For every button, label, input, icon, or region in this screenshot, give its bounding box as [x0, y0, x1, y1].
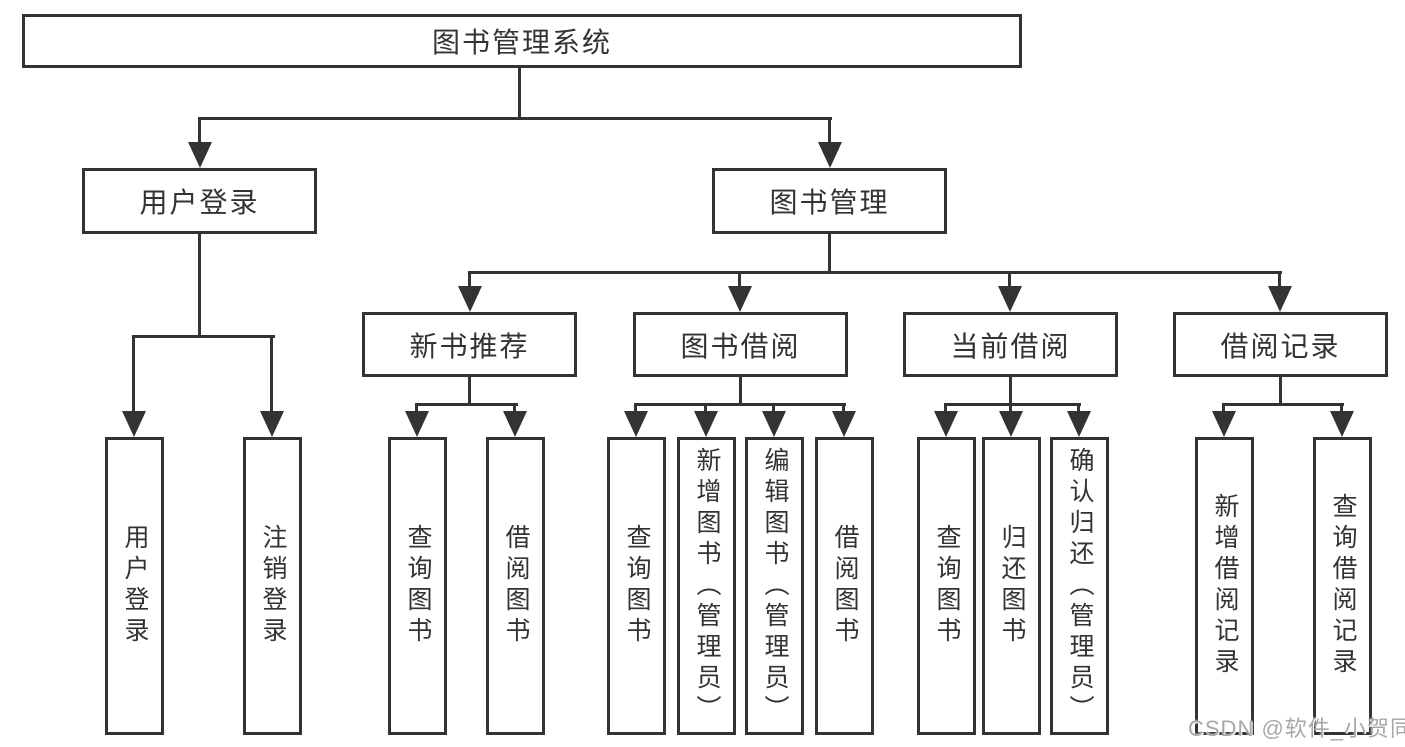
node-new-book-recommend: 新书推荐 [362, 312, 577, 377]
node-confirm-return-admin-label: 确认归还（管理员） [1066, 446, 1094, 726]
node-add-book-admin: 新增图书（管理员） [677, 437, 736, 735]
node-borrow-books: 借阅图书 [815, 437, 874, 735]
connector-line [1278, 271, 1281, 288]
node-return-book-label: 归还图书 [998, 524, 1026, 648]
arrow-down-icon [818, 142, 842, 168]
node-borrow-books-label: 借阅图书 [831, 524, 859, 648]
connector-line [739, 376, 742, 406]
connector-line [132, 335, 275, 338]
node-add-book-admin-label: 新增图书（管理员） [693, 446, 721, 726]
node-confirm-return-admin: 确认归还（管理员） [1050, 437, 1109, 735]
node-borrow-records: 借阅记录 [1173, 312, 1388, 377]
connector-line [772, 403, 775, 415]
connector-line [1077, 403, 1080, 415]
arrow-down-icon [1067, 411, 1091, 437]
node-book-borrowing-label: 图书借阅 [680, 330, 801, 362]
node-user-login-group: 用户登录 [82, 168, 317, 234]
node-current-borrowing: 当前借阅 [903, 312, 1118, 377]
connector-line [828, 117, 831, 145]
arrow-down-icon [188, 142, 212, 168]
node-query-books-recommend: 查询图书 [388, 437, 447, 735]
node-root: 图书管理系统 [22, 14, 1022, 68]
node-edit-book-admin: 编辑图书（管理员） [745, 437, 804, 735]
connector-line [518, 68, 521, 118]
connector-line [513, 403, 516, 415]
node-return-book: 归还图书 [982, 437, 1041, 735]
node-root-label: 图书管理系统 [431, 27, 612, 58]
node-book-borrowing: 图书借阅 [633, 312, 848, 377]
node-query-books-borrowing-label: 查询图书 [623, 524, 651, 648]
node-borrow-books-recommend: 借阅图书 [486, 437, 545, 735]
arrow-down-icon [405, 411, 429, 437]
arrow-down-icon [694, 411, 718, 437]
node-book-management-label: 图书管理 [769, 187, 890, 218]
node-user-login: 用户登录 [105, 437, 164, 735]
node-query-borrow-record-label: 查询借阅记录 [1329, 493, 1357, 679]
connector-line [944, 403, 947, 415]
connector-line [468, 271, 471, 288]
arrow-down-icon [934, 411, 958, 437]
connector-line [198, 117, 832, 120]
connector-line [944, 403, 1081, 406]
node-query-books-recommend-label: 查询图书 [404, 524, 432, 648]
connector-line [270, 335, 273, 413]
arrow-down-icon [624, 411, 648, 437]
connector-line [1222, 403, 1225, 415]
arrow-down-icon [998, 286, 1022, 312]
connector-line [132, 335, 135, 413]
node-query-borrow-record: 查询借阅记录 [1313, 437, 1372, 735]
connector-line [704, 403, 707, 415]
node-borrow-books-recommend-label: 借阅图书 [502, 524, 530, 648]
connector-line [1009, 403, 1012, 415]
node-query-books-borrowing: 查询图书 [607, 437, 666, 735]
arrow-down-icon [999, 411, 1023, 437]
node-add-borrow-record-label: 新增借阅记录 [1211, 493, 1239, 679]
arrow-down-icon [728, 286, 752, 312]
arrow-down-icon [762, 411, 786, 437]
node-current-borrowing-label: 当前借阅 [950, 330, 1071, 362]
connector-line [198, 233, 201, 336]
node-logout-label: 注销登录 [259, 524, 287, 648]
arrow-down-icon [1212, 411, 1236, 437]
connector-line [468, 376, 471, 406]
connector-line [1222, 403, 1344, 406]
arrow-down-icon [260, 411, 284, 437]
connector-line [198, 117, 201, 145]
arrow-down-icon [122, 411, 146, 437]
connector-line [1009, 376, 1012, 406]
arrow-down-icon [832, 411, 856, 437]
connector-line [828, 233, 831, 273]
connector-line [415, 403, 518, 406]
connector-line [634, 403, 846, 406]
connector-line [415, 403, 418, 415]
connector-line [634, 403, 637, 415]
arrow-down-icon [458, 286, 482, 312]
node-new-book-recommend-label: 新书推荐 [409, 330, 530, 362]
node-query-books-current: 查询图书 [917, 437, 976, 735]
node-add-borrow-record: 新增借阅记录 [1195, 437, 1254, 735]
connector-line [1279, 376, 1282, 406]
node-book-management: 图书管理 [712, 168, 947, 234]
node-user-login-label: 用户登录 [121, 524, 149, 648]
connector-line [1340, 403, 1343, 415]
connector-line [842, 403, 845, 415]
csdn-watermark: CSDN @软件_小贺同学 [1188, 716, 1405, 741]
node-edit-book-admin-label: 编辑图书（管理员） [761, 446, 789, 726]
connector-line [738, 271, 741, 288]
node-borrow-records-label: 借阅记录 [1220, 330, 1341, 362]
node-query-books-current-label: 查询图书 [933, 524, 961, 648]
connector-line [468, 271, 1282, 274]
node-user-login-group-label: 用户登录 [139, 187, 260, 218]
connector-line [1008, 271, 1011, 288]
arrow-down-icon [503, 411, 527, 437]
node-logout: 注销登录 [243, 437, 302, 735]
arrow-down-icon [1268, 286, 1292, 312]
arrow-down-icon [1330, 411, 1354, 437]
